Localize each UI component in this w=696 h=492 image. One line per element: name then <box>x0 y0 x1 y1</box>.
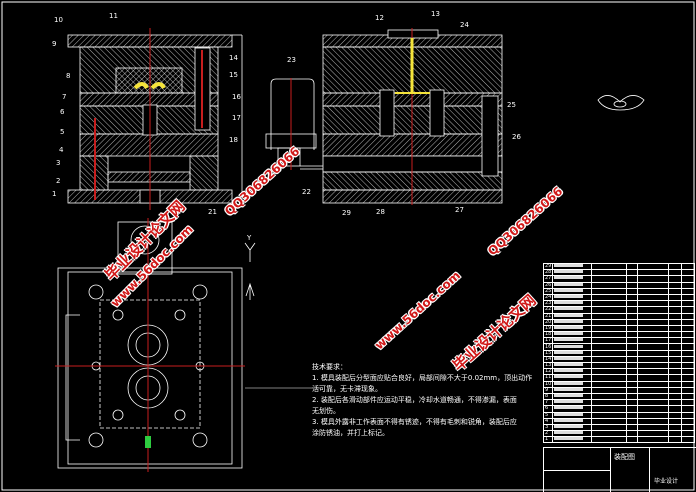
bom-cell <box>668 436 683 444</box>
title-block: 装配图 毕业设计 <box>543 447 696 492</box>
note-line: 3. 模具外露非工作表面不得有锈迹，不得有毛刺和锐角，装配后应 <box>312 418 517 426</box>
svg-text:14: 14 <box>229 54 238 62</box>
svg-text:15: 15 <box>229 71 238 79</box>
svg-text:2: 2 <box>56 177 60 185</box>
note-line: 涂防锈油，并打上标记。 <box>312 429 389 437</box>
drawing-unit: 毕业设计 <box>654 478 679 485</box>
left-view-part-labels: 1 2 3 4 5 6 7 8 9 10 11 14 15 16 17 18 2… <box>52 12 241 216</box>
svg-text:11: 11 <box>109 12 118 20</box>
svg-text:25: 25 <box>507 101 516 109</box>
svg-text:26: 26 <box>512 133 521 141</box>
svg-text:10: 10 <box>54 16 63 24</box>
svg-text:22: 22 <box>302 188 311 196</box>
bom-cell <box>626 436 639 444</box>
bom-row: 12 <box>542 368 695 376</box>
technical-requirements: 技术要求： 1. 模具装配后分型面应贴合良好，局部间隙不大于0.02mm，顶出动… <box>312 362 532 439</box>
view-direction-symbol <box>244 242 256 300</box>
note-line: 活可靠，无卡滞现象。 <box>312 385 382 393</box>
svg-text:17: 17 <box>232 114 241 122</box>
svg-text:4: 4 <box>59 146 64 154</box>
svg-text:29: 29 <box>342 209 351 217</box>
part-isometric-icon <box>597 95 645 111</box>
svg-text:7: 7 <box>62 93 66 101</box>
svg-text:24: 24 <box>460 21 469 29</box>
part-highlight <box>133 82 166 90</box>
svg-text:12: 12 <box>375 14 384 22</box>
svg-text:3: 3 <box>56 159 60 167</box>
svg-text:28: 28 <box>376 208 385 216</box>
svg-text:6: 6 <box>60 108 65 116</box>
bom-cell <box>637 436 670 444</box>
svg-text:5: 5 <box>60 128 64 136</box>
svg-text:1: 1 <box>52 190 56 198</box>
drawing-name: 装配图 <box>614 453 635 461</box>
svg-text:Y: Y <box>246 234 252 242</box>
left-section-view <box>67 34 243 204</box>
bom-cell <box>552 436 593 444</box>
note-line: 无划伤。 <box>312 407 340 415</box>
bom-row: 5 <box>542 411 695 419</box>
bom-row: 14 <box>542 355 695 364</box>
part-highlight <box>145 436 151 448</box>
bom-row: 1 <box>542 436 695 444</box>
note-line: 1. 模具装配后分型面应贴合良好，局部间隙不大于0.02mm，顶出动作灵 <box>312 374 532 382</box>
bom-cell <box>681 436 695 444</box>
bom-row-number: 1 <box>542 436 554 444</box>
svg-text:23: 23 <box>287 56 296 64</box>
svg-text:13: 13 <box>431 10 440 18</box>
svg-text:8: 8 <box>66 72 70 80</box>
notes-title: 技术要求： <box>312 363 347 371</box>
note-line: 2. 装配后各滑动部件应运动平稳，冷却水道畅通，不得渗漏，表面 <box>312 396 517 404</box>
right-view-part-labels: 12 13 24 25 26 27 28 29 <box>342 10 521 217</box>
svg-text:9: 9 <box>52 40 56 48</box>
svg-text:21: 21 <box>208 208 217 216</box>
svg-text:18: 18 <box>229 136 238 144</box>
svg-text:16: 16 <box>232 93 241 101</box>
svg-text:27: 27 <box>455 206 464 214</box>
bom-row: 21 <box>542 312 695 320</box>
bom-cell <box>591 436 628 444</box>
